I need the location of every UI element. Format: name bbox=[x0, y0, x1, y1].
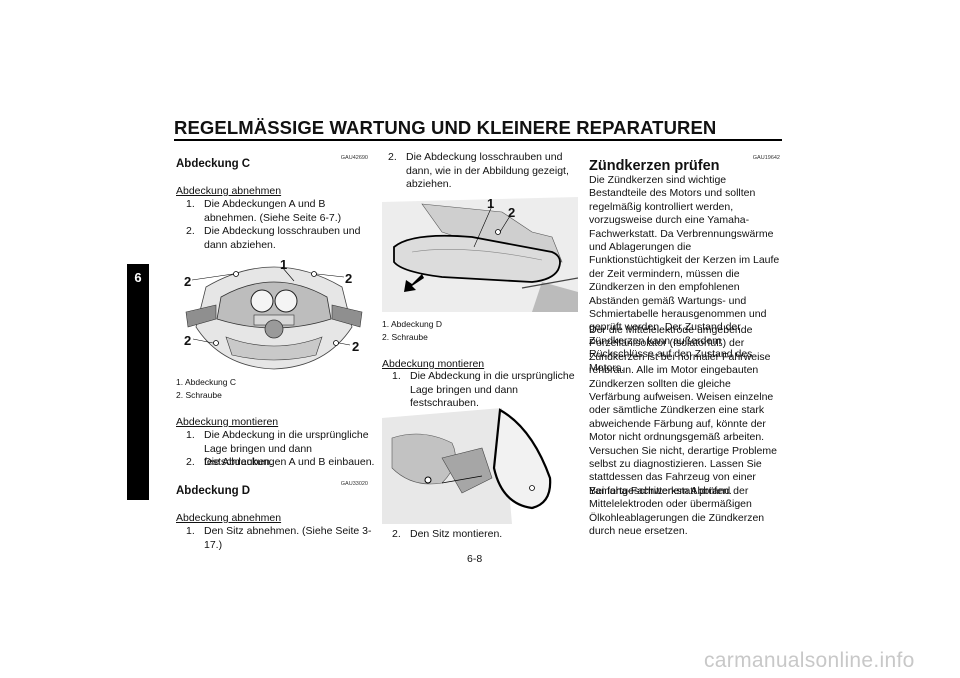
step-item: 1. Die Abdeckung in die ursprüngliche La… bbox=[392, 370, 584, 411]
step-item: 2. Die Abdeckung losschrauben und dann, … bbox=[388, 151, 580, 192]
watermark-text: carmanualsonline.info bbox=[704, 649, 915, 672]
figure-callout: 1 bbox=[280, 257, 288, 272]
page-number: 6-8 bbox=[467, 553, 483, 565]
step-number: 2. bbox=[392, 528, 401, 540]
step-text: Die Abdeckung losschrauben und dann, wie… bbox=[406, 151, 569, 190]
figure-cover-d-installed bbox=[382, 408, 578, 524]
body-paragraph: Die Zündkerzen sind wichtige Bestandteil… bbox=[589, 174, 780, 374]
figure-caption: 2. Schraube bbox=[382, 332, 428, 342]
body-paragraph: Der die Mittelelektrode umgebende Porzel… bbox=[589, 324, 777, 497]
header-rule bbox=[174, 139, 782, 141]
section-code: GAU42690 bbox=[340, 155, 368, 161]
figure-caption: 2. Schraube bbox=[176, 390, 222, 400]
section-heading: Abdeckung D bbox=[176, 485, 251, 497]
step-item: 1. Die Abdeckungen A und B abnehmen. (Si… bbox=[186, 198, 378, 225]
figure-cover-d bbox=[382, 192, 578, 312]
subheading-install: Abdeckung montieren bbox=[176, 416, 279, 428]
subheading-remove: Abdeckung abnehmen bbox=[176, 185, 282, 197]
subheading-install: Abdeckung montieren bbox=[382, 358, 485, 370]
step-number: 2. bbox=[186, 456, 195, 468]
subheading-remove: Abdeckung abnehmen bbox=[176, 512, 282, 524]
figure-callout: 2 bbox=[184, 274, 192, 289]
figure-callout: 1 bbox=[487, 196, 495, 211]
figure-callout: 2 bbox=[352, 339, 360, 354]
step-item: 2. Die Abdeckung losschrauben und dann a… bbox=[186, 225, 378, 252]
step-number: 1. bbox=[392, 370, 401, 382]
figure-callout: 2 bbox=[184, 333, 192, 348]
step-item: 2. Den Sitz montieren. bbox=[392, 528, 584, 542]
step-text: Die Abdeckungen A und B abnehmen. (Siehe… bbox=[204, 198, 342, 224]
page-title: REGELMÄSSIGE WARTUNG UND KLEINERE REPARA… bbox=[174, 117, 717, 138]
figure-callout: 2 bbox=[345, 271, 353, 286]
chapter-number: 6 bbox=[134, 270, 142, 285]
step-text: Die Abdeckung in die ursprüngliche Lage … bbox=[410, 370, 575, 409]
step-item: 2. Die Abdeckungen A und B einbauen. bbox=[186, 456, 378, 470]
section-code: GAU33020 bbox=[340, 481, 368, 487]
figure-caption: 1. Abdeckung C bbox=[176, 377, 237, 387]
section-code: GAU19642 bbox=[752, 155, 780, 161]
step-text: Den Sitz abnehmen. (Siehe Seite 3-17.) bbox=[204, 525, 372, 551]
step-item: 1. Den Sitz abnehmen. (Siehe Seite 3-17.… bbox=[186, 525, 378, 552]
step-number: 1. bbox=[186, 525, 195, 537]
step-number: 1. bbox=[186, 198, 195, 210]
step-text: Die Abdeckung losschrauben und dann abzi… bbox=[204, 225, 361, 251]
chapter-tab: 6 bbox=[127, 264, 149, 500]
step-number: 2. bbox=[388, 151, 397, 163]
figure-cover-c bbox=[176, 257, 372, 372]
step-number: 2. bbox=[186, 225, 195, 237]
step-text: Die Abdeckung in die ursprüngliche Lage … bbox=[204, 429, 369, 468]
section-heading: Zündkerzen prüfen bbox=[589, 158, 720, 174]
step-text: Die Abdeckungen A und B einbauen. bbox=[204, 456, 375, 468]
figure-caption: 1. Abdeckung D bbox=[382, 319, 443, 329]
step-text: Den Sitz montieren. bbox=[410, 528, 503, 540]
step-number: 1. bbox=[186, 429, 195, 441]
step-item: 1. Die Abdeckung in die ursprüngliche La… bbox=[186, 429, 378, 470]
section-heading: Abdeckung C bbox=[176, 158, 251, 170]
body-paragraph: Bei fortgeschrittenem Abbrand der Mittel… bbox=[589, 485, 765, 538]
figure-callout: 2 bbox=[508, 205, 516, 220]
